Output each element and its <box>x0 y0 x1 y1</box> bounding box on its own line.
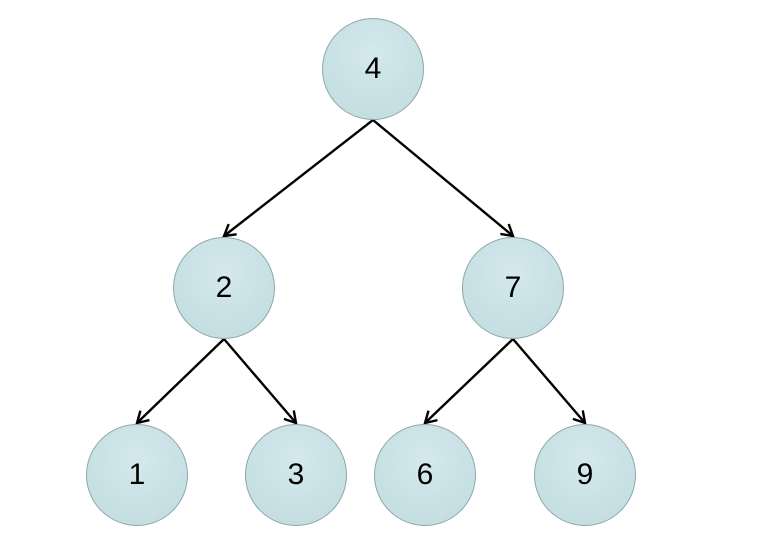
edge-arrow-7-6 <box>423 338 514 425</box>
tree-node-7: 7 <box>462 237 564 339</box>
edge-arrow-4-2 <box>222 119 374 238</box>
edge-arrow-7-9 <box>512 338 587 425</box>
tree-node-2: 2 <box>173 237 275 339</box>
tree-node-4: 4 <box>322 18 424 120</box>
node-label: 4 <box>364 52 382 85</box>
edge-group <box>135 119 587 425</box>
tree-node-3: 3 <box>245 424 347 526</box>
edge-arrow-2-3 <box>223 338 298 425</box>
node-label: 3 <box>287 458 305 491</box>
node-label: 7 <box>504 271 522 304</box>
tree-node-6: 6 <box>374 424 476 526</box>
edge-arrow-4-7 <box>372 119 515 238</box>
node-label: 1 <box>128 458 146 491</box>
tree-node-9: 9 <box>534 424 636 526</box>
tree-node-1: 1 <box>86 424 188 526</box>
node-label: 2 <box>215 271 233 304</box>
node-label: 6 <box>416 458 434 491</box>
edge-arrow-2-1 <box>135 338 225 425</box>
node-label: 9 <box>576 458 594 491</box>
